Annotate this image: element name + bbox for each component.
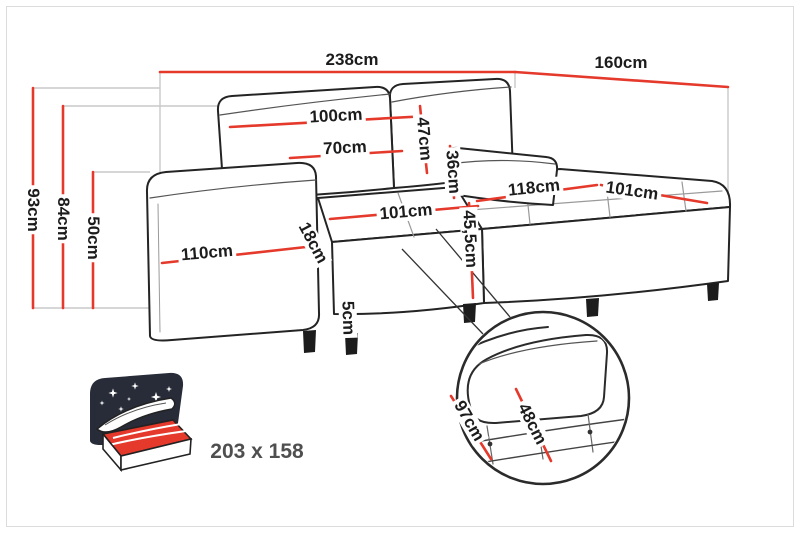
dim-chaise-depth: 160cm: [591, 54, 651, 72]
dim-back-cushion-width: 100cm: [306, 105, 366, 127]
dim-back-cushion-inner-width: 70cm: [319, 137, 371, 159]
sleeping-area-size: 203 x 158: [210, 440, 304, 463]
corner-sofa-drawing: [145, 77, 732, 355]
sofa-legs: [303, 283, 719, 355]
dim-backrest-height: 84cm: [54, 194, 73, 244]
dim-total-width: 238cm: [322, 51, 382, 69]
detail-inset-circle: [455, 310, 631, 486]
dim-chaise-cushion-height: 36cm: [442, 146, 464, 198]
dim-back-cushion-height: 47cm: [412, 113, 436, 165]
dim-seat-height: 45,5cm: [459, 206, 481, 272]
dim-leg-height: 5cm: [338, 297, 359, 339]
bed-sleep-icon: [90, 372, 193, 473]
dim-armrest-height: 50cm: [84, 213, 103, 263]
dim-total-height: 93cm: [24, 185, 43, 235]
